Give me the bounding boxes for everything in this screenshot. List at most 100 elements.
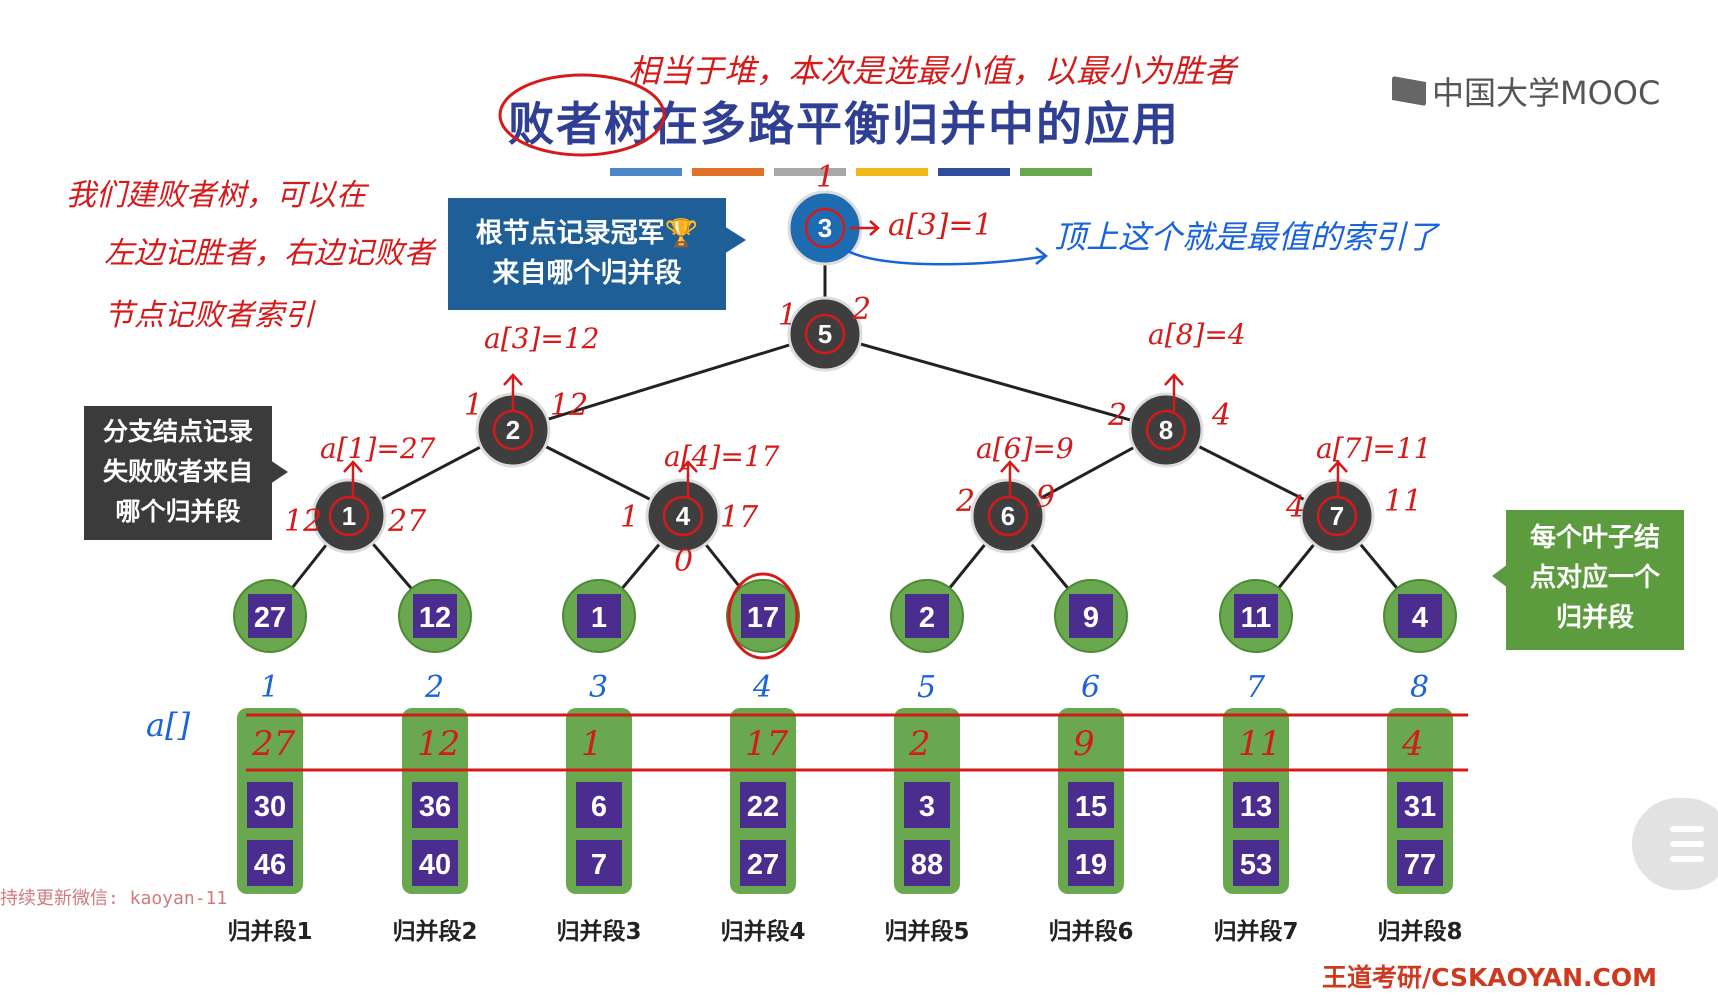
internal-node <box>970 478 1046 554</box>
leaf-value: 27 <box>254 602 286 634</box>
segment-value-box <box>1397 840 1443 886</box>
annotation-arrow <box>1328 460 1348 498</box>
segment-label: 归并段2 <box>392 919 478 945</box>
segment-value: 3 <box>919 791 935 823</box>
node-annotation: a[7]=11 <box>1316 432 1432 465</box>
menu-icon <box>1670 841 1704 847</box>
node-circle-mark <box>987 495 1029 537</box>
segment-label: 归并段1 <box>227 919 313 945</box>
handwritten-left-note-1: 我们建败者树，可以在 <box>66 178 366 213</box>
leaf-value-box <box>1069 594 1113 638</box>
annotation-arrow <box>1000 460 1020 498</box>
segment-value: 40 <box>419 849 451 881</box>
segment-value-box <box>576 840 622 886</box>
array-value: 12 <box>417 724 461 764</box>
leaf-value: 12 <box>419 602 451 634</box>
footer-brand: 王道考研/CSKAOYAN.COM <box>1322 963 1657 992</box>
array-value: 9 <box>1073 724 1095 764</box>
leaf-value: 17 <box>747 602 779 634</box>
leaf-value-box <box>413 594 457 638</box>
segment-value-box <box>1068 840 1114 886</box>
internal-node <box>787 296 863 372</box>
node-circle-mark <box>804 313 846 355</box>
edge-number: 12 <box>284 504 323 539</box>
segment-value-box <box>576 782 622 828</box>
edge-number: 2 <box>1108 398 1128 433</box>
title-bar <box>856 168 928 176</box>
array-value: 17 <box>745 724 789 764</box>
leaf-callout: 每个叶子结 点对应一个 归并段 <box>1492 510 1684 650</box>
segment-value: 6 <box>591 791 607 823</box>
edge-number: 2 <box>852 292 872 327</box>
segment-value-box <box>740 782 786 828</box>
page-title: 败者树在多路平衡归并中的应用 <box>508 97 1180 151</box>
root-callout: 根节点记录冠军🏆 来自哪个归并段 <box>448 198 746 310</box>
leaf-value-box <box>577 594 621 638</box>
leaf-value: 4 <box>1412 602 1428 634</box>
segment-value-box <box>740 840 786 886</box>
array-value: 1 <box>581 724 603 764</box>
node-annotation: a[4]=17 <box>664 440 780 473</box>
title-color-bars <box>610 168 1092 176</box>
segment-value: 53 <box>1240 849 1272 881</box>
segment-value: 31 <box>1404 791 1436 823</box>
array-index: 7 <box>1246 670 1266 705</box>
segment-label: 归并段7 <box>1213 919 1299 945</box>
segment-value-box <box>247 782 293 828</box>
edge-number: 1 <box>620 500 640 535</box>
array-value: 11 <box>1238 724 1282 764</box>
internal-node <box>645 478 721 554</box>
segment-value: 27 <box>747 849 779 881</box>
segment-value-box <box>247 840 293 886</box>
node-annotation: a[8]=4 <box>1148 318 1246 351</box>
edge-number: 1 <box>816 160 836 195</box>
menu-button[interactable] <box>1632 798 1718 890</box>
handwritten-array-label: a[] <box>146 706 191 744</box>
edge-number: 17 <box>720 500 759 535</box>
leaf-value-box <box>248 594 292 638</box>
leaf-value: 11 <box>1241 602 1272 634</box>
node-circle-mark <box>662 495 704 537</box>
title-bar <box>938 168 1010 176</box>
handwritten-left-note-3: 节点记败者索引 <box>104 298 314 333</box>
internal-node-label: 4 <box>676 501 691 531</box>
tree-edge <box>512 332 826 432</box>
edge-number: 2 <box>956 484 976 519</box>
leaf-value: 2 <box>919 602 935 634</box>
segment-value: 15 <box>1075 791 1107 823</box>
annotation-arrow <box>678 460 698 498</box>
array-index: 1 <box>260 670 280 705</box>
menu-icon <box>1670 826 1704 832</box>
segment-value-box <box>1233 782 1279 828</box>
segment-label: 归并段5 <box>884 919 970 945</box>
segment-value-box <box>412 782 458 828</box>
leaf-value-box <box>1234 594 1278 638</box>
segment-value: 36 <box>419 791 451 823</box>
root-arrow <box>850 220 880 236</box>
edge-number: 0 <box>674 544 694 579</box>
edge-number: 9 <box>1036 480 1056 515</box>
segment-value: 77 <box>1404 849 1436 881</box>
segment-value: 7 <box>591 849 607 881</box>
segment-value-box <box>1397 782 1443 828</box>
annotation-arrow <box>503 373 523 411</box>
leaf-value-box <box>905 594 949 638</box>
leaf-value-box <box>1398 594 1442 638</box>
edge-number: 1 <box>464 388 484 423</box>
array-index: 2 <box>425 670 445 705</box>
node-circle-mark <box>1145 409 1187 451</box>
segment-value-box <box>904 782 950 828</box>
segment-value: 13 <box>1240 791 1272 823</box>
segment-value: 22 <box>747 791 779 823</box>
node-annotation: a[3]=12 <box>484 322 600 355</box>
mooc-logo-text: 中国大学MOOC <box>1432 74 1661 112</box>
array-index: 6 <box>1081 670 1101 705</box>
segment-value-box <box>412 840 458 886</box>
annotation-arrow <box>1164 373 1184 411</box>
array-index: 5 <box>917 670 937 705</box>
segment-value: 88 <box>911 849 943 881</box>
handwritten-root-annotation: a[3]=1 <box>888 208 993 243</box>
array-value: 27 <box>252 724 296 764</box>
segment-value: 19 <box>1075 849 1107 881</box>
